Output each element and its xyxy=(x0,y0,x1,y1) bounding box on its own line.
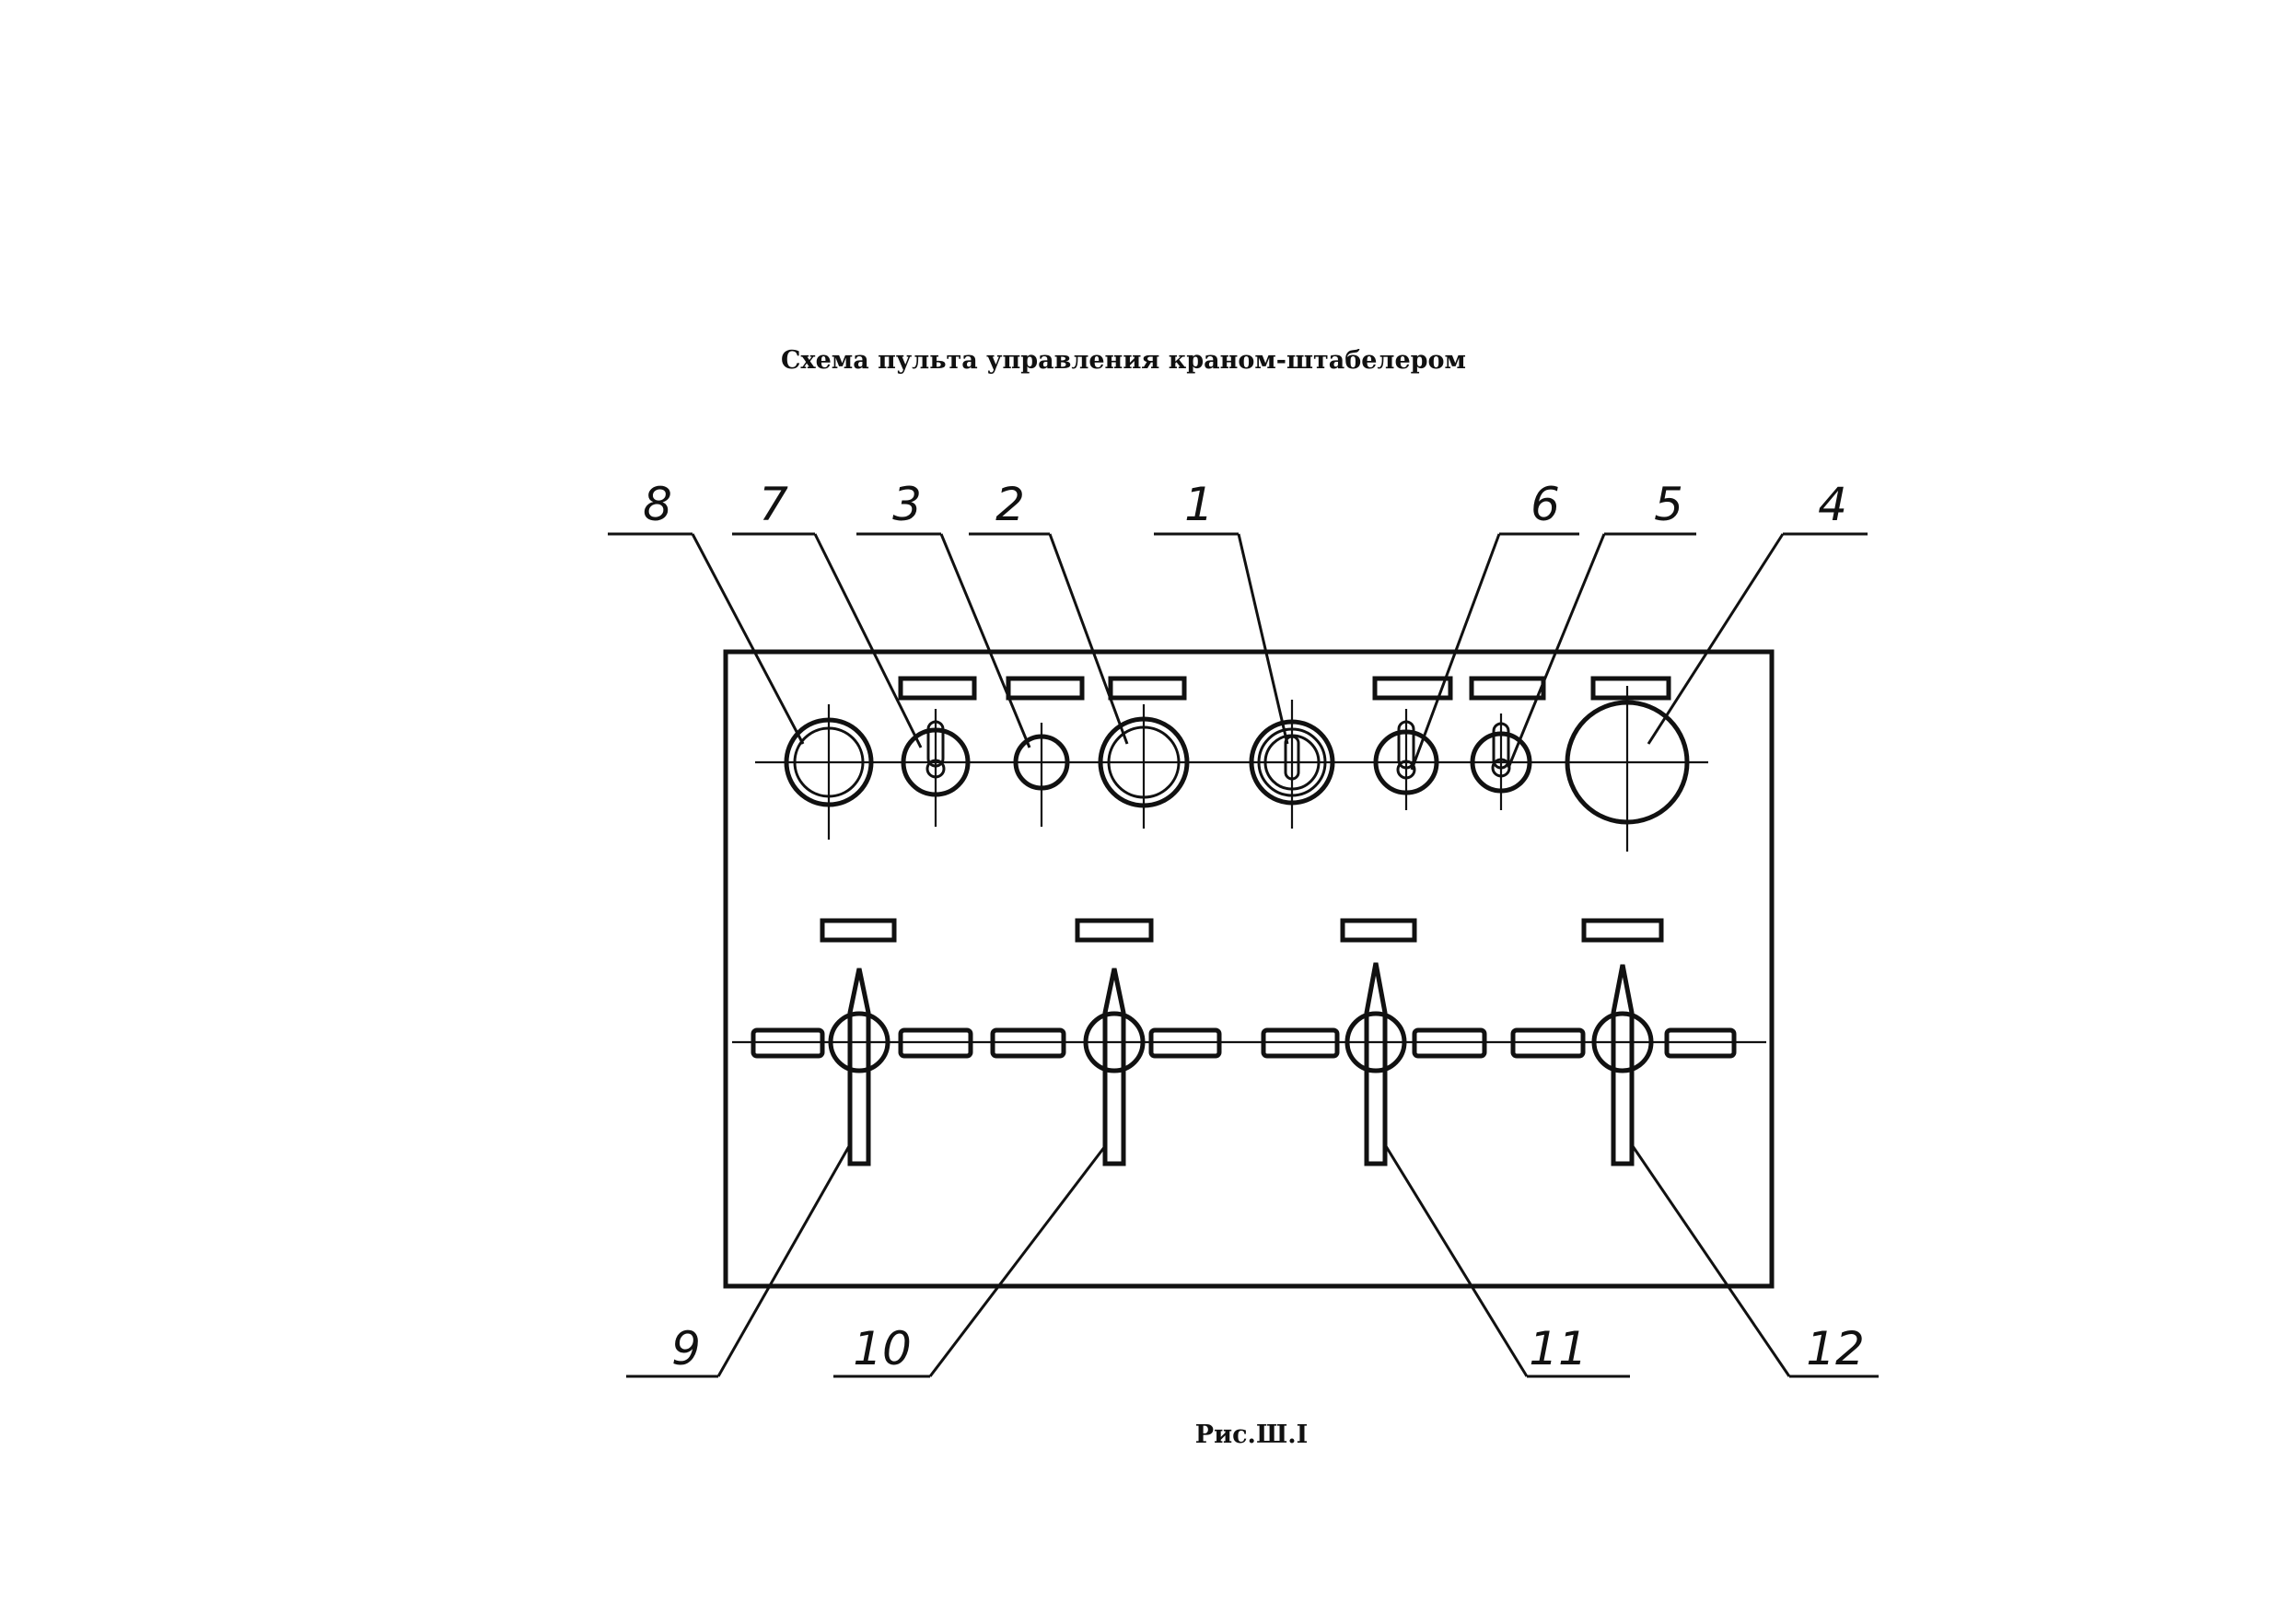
callout-3: 3 xyxy=(892,478,922,531)
lever-controller-12 xyxy=(1591,964,1654,1166)
label-plate xyxy=(1469,676,1546,701)
large-button-4 xyxy=(1565,686,1690,852)
key-switch-6 xyxy=(1373,709,1439,810)
label-plate xyxy=(1372,676,1453,701)
callout-11: 11 xyxy=(1529,1322,1588,1375)
callout-2: 2 xyxy=(995,478,1025,531)
callout-4: 4 xyxy=(1818,478,1847,531)
figure-caption: Рис.Ш.I xyxy=(1195,1421,1308,1449)
callout-6: 6 xyxy=(1531,478,1560,531)
label-plate xyxy=(898,676,977,701)
callout-9: 9 xyxy=(671,1322,701,1375)
label-plate xyxy=(1108,676,1187,701)
callout-12: 12 xyxy=(1806,1322,1865,1375)
lever-label-plates xyxy=(820,918,1664,943)
top-label-plates xyxy=(898,676,1671,701)
control-panel-outline xyxy=(723,649,1775,1289)
key-lock-1 xyxy=(1249,700,1335,829)
key-switch-7 xyxy=(901,709,971,827)
label-plate xyxy=(1075,918,1154,943)
ring-button-8 xyxy=(784,704,874,840)
key-switch-5 xyxy=(1470,713,1532,810)
diagram-title: Схема пульта управления краном-штабелеро… xyxy=(781,346,1466,375)
callout-1: 1 xyxy=(1184,478,1214,531)
label-plate xyxy=(1590,676,1671,701)
callout-7: 7 xyxy=(759,478,788,531)
leader-lines-bottom xyxy=(626,1145,1879,1378)
callout-10: 10 xyxy=(853,1322,912,1375)
leader-lines-top xyxy=(608,532,1868,771)
label-plate xyxy=(1006,676,1085,701)
lever-side-bars xyxy=(751,1027,1737,1059)
callout-8: 8 xyxy=(643,478,672,531)
label-plate xyxy=(1581,918,1664,943)
lever-controller-10 xyxy=(1083,968,1146,1166)
small-button-3 xyxy=(1013,723,1070,827)
label-plate xyxy=(1340,918,1417,943)
lever-controller-9 xyxy=(828,968,890,1166)
ring-button-2 xyxy=(1098,704,1190,829)
lever-controller-11 xyxy=(1344,962,1407,1166)
label-plate xyxy=(820,918,897,943)
callout-numbers: 8 7 3 2 1 6 5 4 9 10 11 12 xyxy=(643,478,1865,1375)
callout-5: 5 xyxy=(1654,478,1683,531)
